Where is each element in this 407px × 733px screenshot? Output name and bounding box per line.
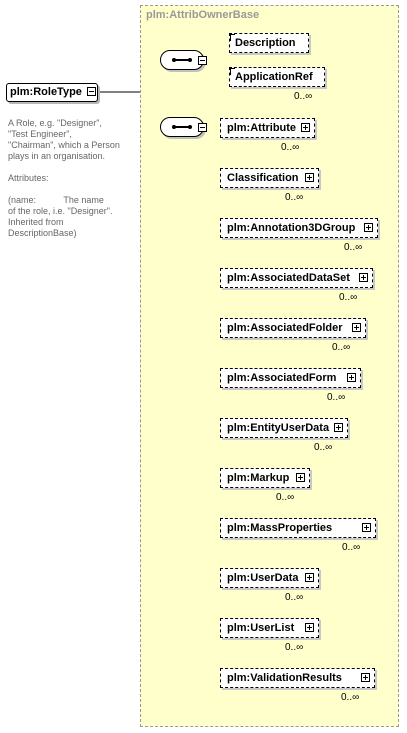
element-name: plm:UserList (227, 622, 295, 634)
element-name: Classification (227, 172, 299, 184)
annotation-icon (230, 34, 235, 41)
expand-icon[interactable] (361, 673, 370, 682)
sequence-compositor-2 (160, 117, 204, 137)
cardinality-label: 0..∞ (276, 492, 295, 503)
element-name: Description (235, 37, 296, 49)
cardinality-label: 0..∞ (285, 642, 304, 653)
cardinality-label: 0..∞ (342, 542, 361, 553)
cardinality-label: 0..∞ (339, 292, 358, 303)
collapse-icon[interactable] (87, 87, 96, 96)
expand-icon[interactable] (305, 623, 314, 632)
sequence-icon (172, 58, 192, 62)
element-box[interactable] (220, 318, 366, 338)
role-type-element[interactable] (6, 83, 98, 102)
element-box[interactable] (220, 418, 348, 438)
cardinality-label: 0..∞ (327, 392, 346, 403)
element-name: plm:EntityUserData (227, 422, 330, 434)
role-type-label: plm:RoleType (10, 86, 82, 98)
annotation-icon (230, 68, 235, 75)
element-name: plm:Annotation3DGroup (227, 222, 356, 234)
cardinality-label: 0..∞ (285, 192, 304, 203)
element-name: ApplicationRef (235, 71, 313, 83)
element-box[interactable] (220, 468, 310, 488)
cardinality-label: 0..∞ (344, 242, 363, 253)
expand-icon[interactable] (301, 123, 310, 132)
cardinality-label: 0..∞ (341, 692, 360, 703)
cardinality-label: 0..∞ (314, 442, 333, 453)
expand-icon[interactable] (305, 573, 314, 582)
element-box[interactable] (220, 518, 376, 538)
element-box[interactable] (220, 618, 319, 638)
element-name: plm:UserData (227, 572, 299, 584)
expand-icon[interactable] (347, 373, 356, 382)
cardinality-label: 0..∞ (285, 592, 304, 603)
element-box[interactable] (220, 268, 373, 288)
element-name: plm:MassProperties (227, 522, 333, 534)
expand-icon[interactable] (359, 273, 368, 282)
cardinality-label: 0..∞ (281, 142, 300, 153)
expand-icon[interactable] (305, 173, 314, 182)
element-name: plm:Attribute (227, 122, 297, 134)
expand-icon[interactable] (362, 523, 371, 532)
sequence-icon (172, 125, 192, 129)
element-name: plm:AssociatedFolder (227, 322, 343, 334)
role-type-documentation: A Role, e.g. "Designer", "Test Engineer"… (8, 118, 120, 238)
element-box[interactable] (229, 67, 325, 87)
cardinality-label: 0..∞ (294, 91, 313, 102)
expand-icon[interactable] (352, 323, 361, 332)
cardinality-label: 0..∞ (332, 342, 351, 353)
element-name: plm:AssociatedForm (227, 372, 337, 384)
collapse-icon[interactable] (198, 56, 207, 65)
expand-icon[interactable] (296, 473, 305, 482)
element-box[interactable] (229, 33, 309, 53)
element-name: plm:ValidationResults (227, 672, 342, 684)
element-box[interactable] (220, 668, 375, 688)
base-group-title: plm:AttribOwnerBase (146, 9, 260, 21)
collapse-icon[interactable] (198, 123, 207, 132)
element-box[interactable] (220, 368, 361, 388)
expand-icon[interactable] (364, 223, 373, 232)
element-box[interactable] (220, 568, 319, 588)
element-box[interactable] (220, 168, 319, 188)
element-name: plm:AssociatedDataSet (227, 272, 350, 284)
element-name: plm:Markup (227, 472, 290, 484)
expand-icon[interactable] (334, 423, 343, 432)
element-box[interactable] (220, 118, 315, 138)
element-box[interactable] (220, 218, 378, 238)
